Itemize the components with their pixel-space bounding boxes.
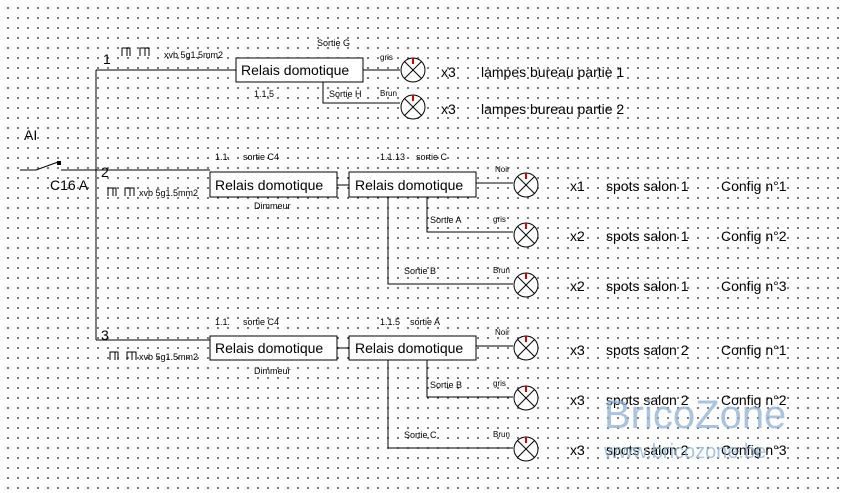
dimmer-sub: Dimmeur	[254, 201, 291, 211]
relay-address: 1.1.5	[380, 317, 400, 327]
dimmer-box	[209, 171, 338, 198]
dimmer-address: 1.1.	[215, 317, 230, 327]
cable-symbol	[121, 47, 150, 56]
lamp-icon	[400, 57, 426, 83]
cable-label: xvb 5g1.5mm2	[139, 352, 198, 362]
dimmer-label: Relais domotique	[215, 177, 323, 193]
lamp-description: spots salon 2	[606, 342, 689, 358]
cable-label: xvb 5g1.5mm2	[139, 188, 198, 198]
circuit-1: 1 xvb 5g1.5mm2 Relais domotique 1.1.5 So…	[96, 38, 624, 120]
config-label: Config n°1	[721, 342, 787, 358]
switch-label: AI	[24, 127, 37, 143]
lamp-quantity: x3	[570, 442, 585, 458]
lamp-quantity: x3	[570, 342, 585, 358]
config-label: Config n°2	[721, 392, 787, 408]
wire-color: gris	[380, 53, 393, 62]
dimmer-output: sortie C4	[243, 152, 279, 162]
config-label: Config n°3	[721, 278, 787, 294]
circuit-number: 3	[101, 327, 109, 343]
cable-symbol	[109, 351, 137, 360]
breaker-label: C16 A	[50, 177, 89, 193]
lamp-quantity: x3	[570, 392, 585, 408]
wire-color: Brun	[380, 89, 397, 98]
wire-color: gris	[493, 379, 506, 388]
lamp-icon	[513, 272, 539, 298]
circuit-number: 1	[103, 51, 111, 67]
dimmer-box	[209, 335, 338, 361]
wire-color: Noir	[495, 328, 510, 337]
wire-color: gris	[493, 215, 506, 224]
relay-output: sortie C	[416, 152, 448, 162]
lamp-icon	[513, 335, 539, 361]
lamp-quantity: x2	[570, 228, 585, 244]
lamp-quantity: x1	[570, 178, 585, 194]
relay-address: 1.1.13	[380, 152, 405, 162]
relay-box	[348, 335, 477, 361]
switch-contact	[57, 161, 61, 165]
relay-label: Relais domotique	[355, 177, 463, 193]
wire-color: Noir	[495, 165, 510, 174]
lamp-description: lampes bureau partie 1	[481, 64, 624, 80]
lamp-description: spots salon 1	[606, 278, 689, 294]
watermark-url: www.bricozone.be	[603, 441, 766, 463]
config-label: Config n°3	[721, 442, 787, 458]
output-sortie: Sortie B	[430, 380, 462, 390]
output-sortie: Sortie H	[329, 89, 362, 99]
wire-color: Brun	[493, 266, 510, 275]
output-sortie: Sortie C	[404, 430, 437, 440]
switch-blade	[35, 161, 59, 171]
dimmer-address: 1.1.	[215, 152, 230, 162]
lamp-quantity: x3	[441, 101, 456, 117]
lamp-icon	[513, 385, 539, 411]
watermark-brand: BricoZone	[604, 393, 786, 437]
wire-color: Brun	[493, 430, 510, 439]
lamp-description: spots salon 2	[606, 442, 689, 458]
relay-label: Relais domotique	[355, 340, 463, 356]
config-label: Config n°2	[721, 228, 787, 244]
config-label: Config n°1	[721, 178, 787, 194]
circuit-2: 2 xvb 5g1.5mm2 1.1. sortie C4 Relais dom…	[96, 152, 787, 298]
circuit-number: 2	[101, 164, 109, 180]
lamp-description: lampes bureau partie 2	[481, 101, 624, 117]
dimmer-output: sortie C4	[243, 317, 279, 327]
lamp-icon	[513, 436, 539, 462]
lamp-description: spots salon 2	[606, 392, 689, 408]
relay-box	[235, 57, 364, 83]
circuit-3: 3 xvb 5g1.5mm2 1.1. sortie C4 Relais dom…	[96, 317, 787, 462]
dimmer-sub: Dimmeur	[254, 366, 291, 376]
cable-label: xvb 5g1.5mm2	[164, 50, 223, 60]
output-sortie: Sortie B	[404, 266, 436, 276]
lamp-quantity: x2	[570, 278, 585, 294]
output-sortie: Sortie G	[317, 38, 350, 48]
lamp-icon	[513, 172, 539, 198]
relay-output: sortie A	[410, 317, 440, 327]
relay-box	[348, 171, 477, 198]
lamp-quantity: x3	[441, 64, 456, 80]
dimmer-label: Relais domotique	[215, 340, 323, 356]
lamp-icon	[513, 222, 539, 248]
cable-symbol	[107, 187, 135, 196]
relay-label: Relais domotique	[241, 62, 349, 78]
relay-address: 1.1.5	[254, 89, 274, 99]
lamp-description: spots salon 1	[606, 178, 689, 194]
lamp-description: spots salon 1	[606, 228, 689, 244]
output-sortie: Sortie A	[430, 215, 462, 225]
lamp-icon	[400, 94, 426, 120]
